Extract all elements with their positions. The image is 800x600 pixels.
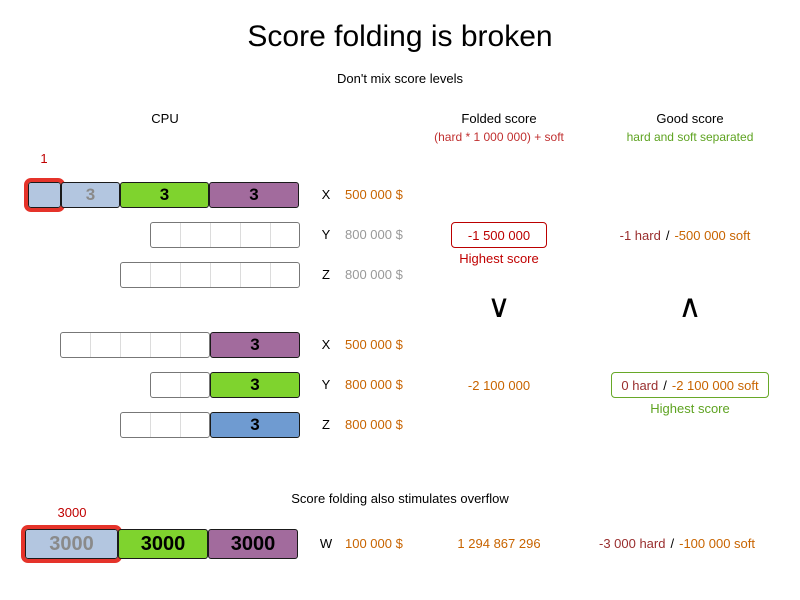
blue-task-segment-overflow: 3000 <box>21 525 122 563</box>
purple-task-segment: 3000 <box>208 529 298 559</box>
blue-task-segment: 3 <box>61 182 120 208</box>
cpu-w-bar: 3000 3000 3000 <box>21 525 298 563</box>
good-score-separator-bad: / <box>665 227 670 243</box>
folded-score-value-bad: -1 500 000 <box>467 227 531 243</box>
cpu-y-label-bad: Y <box>321 227 331 242</box>
folded-comparison-symbol: ∨ <box>487 288 511 324</box>
good-soft-value-overflow: -100 000 soft <box>679 536 755 551</box>
cpu-w-cost: 100 000 $ <box>345 536 403 551</box>
good-score-subtitle: hard and soft separated <box>626 130 754 144</box>
column-header-folded-score: Folded score <box>461 111 537 126</box>
cpu-y-cost-good: 800 000 $ <box>345 377 403 392</box>
green-task-segment: 3000 <box>118 529 208 559</box>
empty-capacity-segment <box>60 332 210 358</box>
cpu-x-cost-good: 500 000 $ <box>345 337 403 352</box>
overflow-amount-label: 1 <box>40 151 48 166</box>
blue-task-segment: 3 <box>210 412 300 438</box>
good-highest-score-note: Highest score <box>650 401 730 416</box>
folded-highest-score-note: Highest score <box>459 251 539 266</box>
cpu-z-cost-good: 800 000 $ <box>345 417 403 432</box>
empty-capacity-segment <box>150 222 300 248</box>
column-header-cpu: CPU <box>151 111 179 126</box>
cpu-z-label-bad: Z <box>322 267 330 282</box>
cpu-x-bar-good: 3 <box>60 332 300 358</box>
cpu-y-label-good: Y <box>321 377 331 392</box>
good-hard-value-bad: -1 hard <box>619 227 661 243</box>
folded-score-value-overflow: 1 294 867 296 <box>457 536 541 551</box>
mix-section-subtitle: Don't mix score levels <box>336 71 464 86</box>
column-header-good-score: Good score <box>656 111 724 126</box>
cpu-y-cost-bad: 800 000 $ <box>345 227 403 242</box>
overflow-section-subtitle: Score folding also stimulates overflow <box>291 491 509 506</box>
cpu-x-bar-bad: 3 3 3 <box>24 178 299 212</box>
cpu-w-label: W <box>319 536 333 551</box>
purple-task-segment: 3 <box>210 332 300 358</box>
cpu-y-bar-bad <box>150 222 300 248</box>
good-soft-value-good: -2 100 000 soft <box>671 377 759 393</box>
good-score-separator-good: / <box>663 377 667 393</box>
page-title: Score folding is broken <box>247 20 553 53</box>
good-hard-value-good: 0 hard <box>621 377 659 393</box>
cpu-x-label-good: X <box>321 337 331 352</box>
folded-score-box-bad: -1 500 000 <box>451 222 547 248</box>
overflow-3000-label: 3000 <box>57 505 87 520</box>
cpu-z-bar-good: 3 <box>120 412 300 438</box>
empty-capacity-segment <box>120 262 300 288</box>
good-soft-value-bad: -500 000 soft <box>674 227 751 243</box>
folded-score-value-good: -2 100 000 <box>467 378 531 393</box>
folded-score-formula: (hard * 1 000 000) + soft <box>434 130 564 144</box>
cpu-z-bar-bad <box>120 262 300 288</box>
empty-capacity-segment <box>150 372 210 398</box>
purple-task-segment: 3 <box>209 182 299 208</box>
cpu-z-cost-bad: 800 000 $ <box>345 267 403 282</box>
green-task-segment: 3 <box>210 372 300 398</box>
cpu-x-label-bad: X <box>321 187 331 202</box>
empty-capacity-segment <box>120 412 210 438</box>
good-comparison-symbol: ∧ <box>678 288 702 324</box>
cpu-y-bar-good: 3 <box>150 372 300 398</box>
good-hard-value-overflow: -3 000 hard <box>598 536 666 551</box>
green-task-segment: 3 <box>120 182 209 208</box>
good-score-line-overflow: -3 000 hard / -100 000 soft <box>577 529 777 559</box>
cpu-x-cost-bad: 500 000 $ <box>345 187 403 202</box>
overflow-highlight-segment <box>24 178 65 212</box>
good-score-separator-overflow: / <box>670 536 675 551</box>
good-score-box: 0 hard / -2 100 000 soft <box>611 372 769 398</box>
good-score-line-bad: -1 hard / -500 000 soft <box>585 222 785 248</box>
cpu-z-label-good: Z <box>322 417 330 432</box>
